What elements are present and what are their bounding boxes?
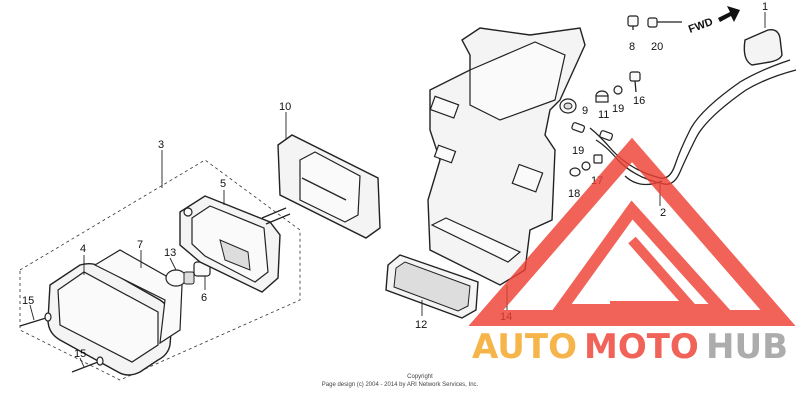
automotohub-watermark-logo: AUTO MOTO HUB: [468, 137, 796, 367]
callout-15-lower: 15: [74, 348, 86, 360]
washer-19-upper[interactable]: [613, 85, 623, 95]
callout-18: 18: [568, 188, 580, 200]
callout-1: 1: [762, 1, 768, 13]
callout-11: 11: [598, 109, 609, 121]
callout-7: 7: [137, 239, 143, 251]
callout-16: 16: [633, 95, 645, 107]
screw-lower[interactable]: [71, 356, 104, 373]
license-light-cover[interactable]: [277, 112, 381, 239]
cap-11[interactable]: [595, 90, 609, 103]
bulb[interactable]: [165, 257, 195, 287]
callout-19-lower: 19: [572, 145, 584, 157]
bolt-20[interactable]: [647, 17, 682, 28]
bolt-16[interactable]: [629, 71, 641, 93]
copyright-line-2: Page design (c) 2004 - 2014 by ARI Netwo…: [322, 382, 479, 388]
callout-4: 4: [80, 243, 86, 255]
callout-9: 9: [582, 105, 588, 117]
bolt-17[interactable]: [593, 154, 603, 164]
taillight-assembly-outline: [19, 150, 301, 381]
callout-12: 12: [415, 319, 427, 331]
bolt-8[interactable]: [627, 15, 639, 30]
taillight-base[interactable]: [179, 190, 291, 293]
forward-arrow-icon: [718, 6, 740, 22]
taillight-lens[interactable]: [47, 255, 173, 376]
washer-19-lower[interactable]: [581, 161, 591, 171]
grommet-9[interactable]: [559, 98, 577, 114]
watermark-text-moto: MOTO: [584, 327, 699, 367]
callout-10: 10: [279, 101, 291, 113]
license-bracket[interactable]: [427, 27, 586, 310]
callout-5: 5: [220, 178, 226, 190]
callout-8: 8: [629, 41, 635, 53]
callout-20: 20: [651, 41, 663, 53]
copyright-line-1: Copyright: [407, 374, 433, 380]
reflector[interactable]: [385, 254, 479, 319]
callout-3: 3: [158, 139, 164, 151]
callout-13: 13: [164, 247, 176, 259]
wire-boot[interactable]: [743, 12, 783, 66]
watermark-text-hub: HUB: [706, 327, 788, 367]
screw-upper[interactable]: [19, 304, 52, 327]
fwd-label: FWD: [687, 16, 715, 36]
watermark-text-auto: AUTO: [472, 327, 577, 367]
callout-19-upper: 19: [612, 103, 624, 115]
nut-18[interactable]: [569, 167, 581, 177]
callout-2: 2: [660, 207, 666, 219]
watermark-triangle-outer: [468, 137, 796, 326]
callout-15-upper: 15: [22, 295, 34, 307]
callout-6: 6: [201, 292, 207, 304]
lens-gasket[interactable]: [93, 249, 183, 345]
